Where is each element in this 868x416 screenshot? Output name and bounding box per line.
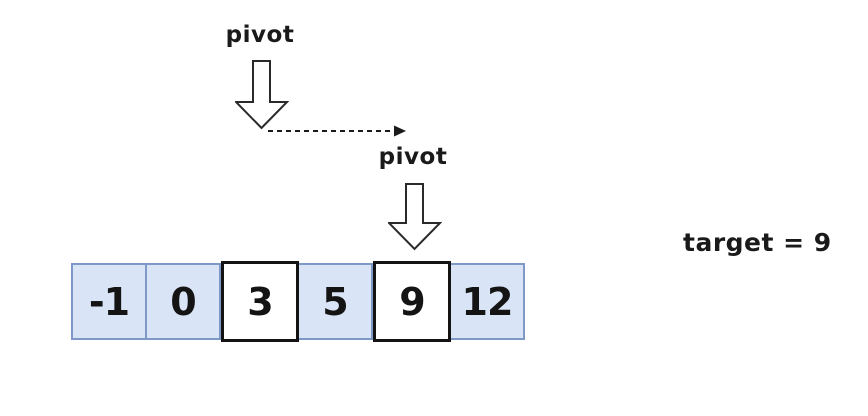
- array-row: -1 0 3 5 9 12: [71, 261, 525, 342]
- array-cell: 12: [451, 265, 523, 338]
- array-cell-value: 5: [322, 279, 348, 324]
- array-cell-highlighted: 9: [373, 261, 451, 342]
- target-label: target = 9: [683, 228, 832, 257]
- down-block-arrow-icon: [235, 60, 289, 130]
- array-cell: 5: [299, 265, 373, 338]
- pivot-label-moved: pivot: [378, 144, 448, 170]
- array-cell-value: 12: [461, 279, 514, 324]
- array-cell-value: 9: [399, 279, 425, 324]
- down-block-arrow-icon: [388, 183, 442, 251]
- array-cell-highlighted: 3: [221, 261, 299, 342]
- pivot-label-initial: pivot: [225, 22, 295, 48]
- array-cell-value: -1: [88, 279, 130, 324]
- array-cell-value: 3: [247, 279, 273, 324]
- array-cell: 0: [147, 265, 221, 338]
- array-cell-value: 0: [170, 279, 196, 324]
- dashed-right-arrow-icon: [268, 125, 406, 137]
- array-cell: -1: [73, 265, 147, 338]
